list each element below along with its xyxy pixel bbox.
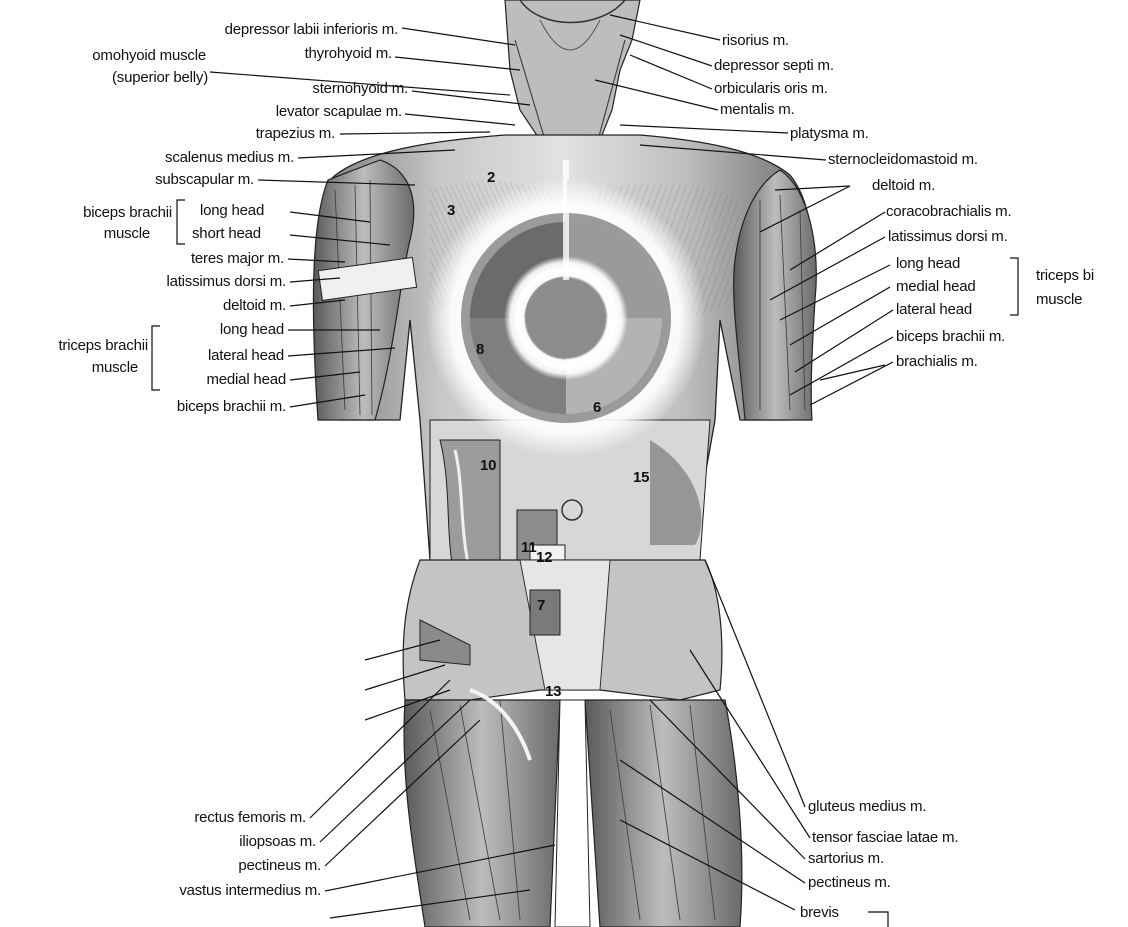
label-biceps-brachii-right: biceps brachii m. (896, 329, 1005, 344)
label-triceps-long-head-left: long head (220, 322, 284, 337)
label-triceps-medial-head-right: medial head (896, 279, 976, 294)
label-biceps-short-head: short head (192, 226, 261, 241)
label-triceps-brachii-muscle: triceps brachii (58, 338, 148, 353)
label-vastus-intermedius: vastus intermedius m. (179, 883, 321, 898)
label-scalenus-medius: scalenus medius m. (165, 150, 294, 165)
label-deltoid-right: deltoid m. (872, 178, 935, 193)
label-triceps-long-head-right: long head (896, 256, 960, 271)
label-pectineus-right: pectineus m. (808, 875, 891, 890)
label-teres-major: teres major m. (191, 251, 284, 266)
label-deltoid-left: deltoid m. (223, 298, 286, 313)
label-biceps-brachii-muscle-2: muscle (104, 226, 150, 241)
label-triceps-brachii-right-2: muscle (1036, 292, 1082, 307)
label-omohyoid-muscle: omohyoid muscle (92, 48, 206, 63)
label-coracobrachialis: coracobrachialis m. (886, 204, 1011, 219)
label-sternohyoid: sternohyoid m. (312, 81, 408, 96)
label-orbicularis-oris: orbicularis oris m. (714, 81, 828, 96)
label-triceps-lateral-head-left: lateral head (208, 348, 284, 363)
label-biceps-brachii-muscle: biceps brachii (83, 205, 172, 220)
region-number-10: 10 (480, 458, 496, 473)
label-latissimus-dorsi-right: latissimus dorsi m. (888, 229, 1008, 244)
label-biceps-brachii-left: biceps brachii m. (177, 399, 286, 414)
label-levator-scapulae: levator scapulae m. (276, 104, 402, 119)
label-rectus-femoris: rectus femoris m. (194, 810, 306, 825)
region-number-6: 6 (593, 400, 601, 415)
label-mentalis: mentalis m. (720, 102, 795, 117)
label-platysma: platysma m. (790, 126, 869, 141)
region-number-12: 12 (536, 550, 552, 565)
label-biceps-long-head: long head (200, 203, 264, 218)
label-risorius: risorius m. (722, 33, 789, 48)
label-subscapular: subscapular m. (155, 172, 254, 187)
label-triceps-brachii-right: triceps bi (1036, 268, 1094, 283)
region-number-2: 2 (487, 170, 495, 185)
label-pectineus-left: pectineus m. (238, 858, 321, 873)
label-triceps-medial-head-left: medial head (206, 372, 286, 387)
label-triceps-brachii-muscle-2: muscle (92, 360, 138, 375)
label-trapezius: trapezius m. (256, 126, 335, 141)
region-number-15: 15 (633, 470, 649, 485)
label-brevis: brevis (800, 905, 839, 920)
label-sternocleidomastoid: sternocleidomastoid m. (828, 152, 978, 167)
label-brachialis: brachialis m. (896, 354, 978, 369)
label-gluteus-medius: gluteus medius m. (808, 799, 926, 814)
label-thyrohyoid: thyrohyoid m. (305, 46, 392, 61)
region-number-3: 3 (447, 203, 455, 218)
brackets-left (152, 200, 185, 390)
region-number-13: 13 (545, 684, 561, 699)
region-number-7: 7 (537, 598, 545, 613)
region-number-8: 8 (476, 342, 484, 357)
label-tensor-fasciae-latae: tensor fasciae latae m. (812, 830, 958, 845)
label-depressor-septi: depressor septi m. (714, 58, 834, 73)
label-latissimus-dorsi-left: latissimus dorsi m. (166, 274, 286, 289)
label-depressor-labii-inferioris: depressor labii inferioris m. (225, 22, 398, 37)
label-sartorius: sartorius m. (808, 851, 884, 866)
region-number-11: 11 (521, 540, 536, 555)
label-omohyoid-superior-belly: (superior belly) (112, 70, 208, 85)
label-iliopsoas: iliopsoas m. (239, 834, 316, 849)
label-triceps-lateral-head-right: lateral head (896, 302, 972, 317)
